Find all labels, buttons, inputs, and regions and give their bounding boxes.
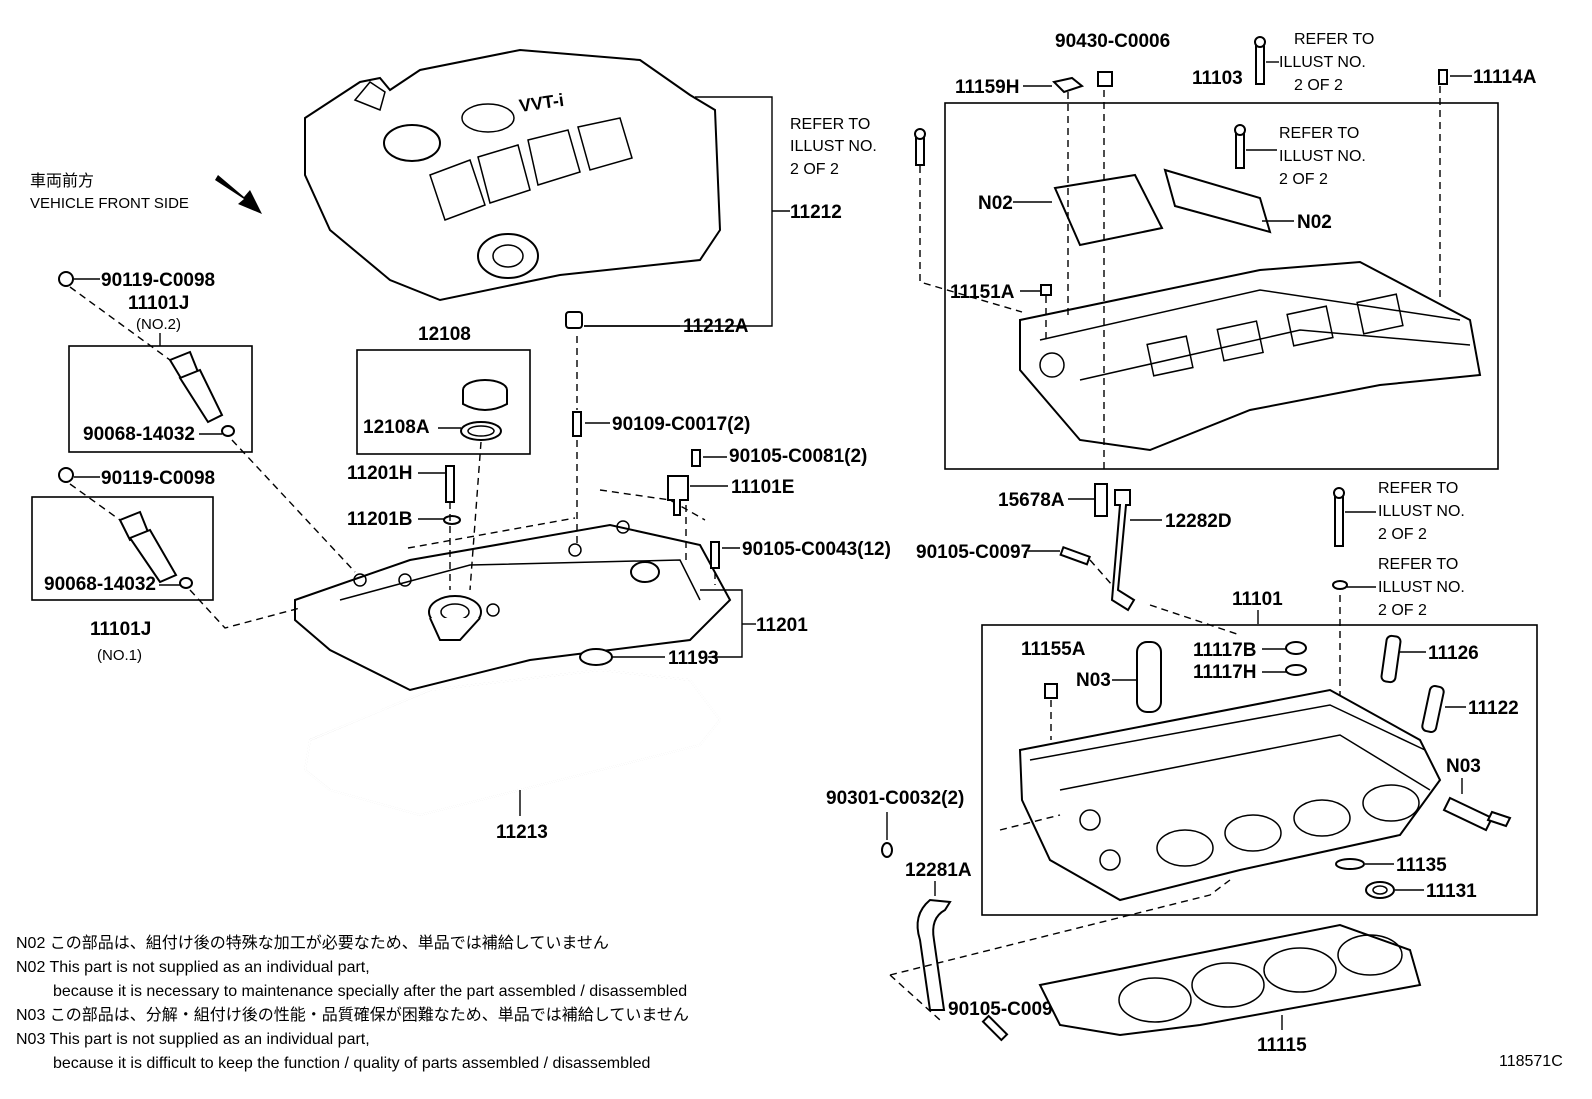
refer-4-line1[interactable]: REFER TO xyxy=(1378,480,1458,497)
refer-2-line1[interactable]: REFER TO xyxy=(790,116,870,133)
label-11131[interactable]: 11131 xyxy=(1426,881,1477,902)
label-90301[interactable]: 90301-C0032(2) xyxy=(826,788,964,809)
cylinder-head[interactable] xyxy=(1018,688,1442,902)
label-15678A[interactable]: 15678A xyxy=(998,490,1065,511)
refer-2-line3[interactable]: 2 OF 2 xyxy=(790,161,839,178)
label-11114A[interactable]: 11114A xyxy=(1473,67,1537,88)
label-11135[interactable]: 11135 xyxy=(1396,855,1447,876)
label-11101J-b[interactable]: 11101J xyxy=(90,619,151,640)
label-11159H[interactable]: 11159H xyxy=(955,77,1019,98)
label-90068-a[interactable]: 90068-14032 xyxy=(83,424,195,445)
label-11117B[interactable]: 11117B xyxy=(1193,640,1256,661)
refer-4-line3[interactable]: 2 OF 2 xyxy=(1378,526,1427,543)
oil-control-valve-no2[interactable] xyxy=(168,350,224,424)
label-N03-a[interactable]: N03 xyxy=(1076,670,1111,691)
note-N02-en-2: because it is necessary to maintenance s… xyxy=(53,983,688,1000)
front-arrow-icon xyxy=(215,175,262,214)
label-11212[interactable]: 11212 xyxy=(790,202,842,223)
grommet-11193 xyxy=(579,648,613,666)
note-N03-en-2: because it is difficult to keep the func… xyxy=(53,1055,651,1072)
label-90430[interactable]: 90430-C0006 xyxy=(1055,31,1170,52)
camshaft-housing[interactable] xyxy=(1019,260,1482,452)
label-11103[interactable]: 11103 xyxy=(1192,68,1243,89)
label-N03-b[interactable]: N03 xyxy=(1446,756,1481,777)
label-11101[interactable]: 11101 xyxy=(1232,589,1283,610)
label-no2[interactable]: (NO.2) xyxy=(136,316,181,333)
cam-position-sensor xyxy=(667,475,689,516)
label-11117H[interactable]: 11117H xyxy=(1193,662,1256,683)
oil-pipe-12282D xyxy=(1110,489,1136,612)
front-side-indicator: 車両前方 VEHICLE FRONT SIDE xyxy=(30,172,262,214)
label-11115[interactable]: 11115 xyxy=(1257,1035,1307,1056)
label-90109[interactable]: 90109-C0017(2) xyxy=(612,414,750,435)
label-90105-C0081[interactable]: 90105-C0081(2) xyxy=(729,446,867,467)
diagram-id[interactable]: 118571C xyxy=(1499,1053,1563,1070)
label-90105-C0043[interactable]: 90105-C0043(12) xyxy=(742,539,891,560)
label-11201B[interactable]: 11201B xyxy=(347,509,413,530)
dipstick-guide-12281A xyxy=(916,898,952,1011)
note-N03-jp: N03 この部品は、分解・組付け後の性能・品質確保が困難なため、単品では補給して… xyxy=(16,1007,689,1024)
refer-1-line3[interactable]: 2 OF 2 xyxy=(1294,77,1343,94)
refer-3-line3[interactable]: 2 OF 2 xyxy=(1279,171,1328,188)
label-12282D[interactable]: 12282D xyxy=(1165,511,1232,532)
camshaft-bearing-caps[interactable] xyxy=(1053,168,1272,247)
refer-5-line3[interactable]: 2 OF 2 xyxy=(1378,602,1427,619)
cylinder-head-gasket[interactable] xyxy=(1038,923,1422,1037)
label-12281A[interactable]: 12281A xyxy=(905,860,972,881)
refer-4-line2[interactable]: ILLUST NO. xyxy=(1378,503,1465,520)
front-side-en[interactable]: VEHICLE FRONT SIDE xyxy=(30,195,189,212)
label-11101E[interactable]: 11101E xyxy=(731,477,794,498)
label-11101J-a[interactable]: 11101J xyxy=(128,293,189,314)
label-11122[interactable]: 11122 xyxy=(1468,698,1519,719)
front-side-jp[interactable]: 車両前方 xyxy=(30,172,94,190)
refer-5-line1[interactable]: REFER TO xyxy=(1378,556,1458,573)
label-90105-C0097-a[interactable]: 90105-C0097 xyxy=(916,542,1031,563)
engine-cover[interactable]: VVT-i xyxy=(304,48,722,302)
refer-3-line2[interactable]: ILLUST NO. xyxy=(1279,148,1366,165)
refer-2-line2[interactable]: ILLUST NO. xyxy=(790,138,877,155)
label-90119-a[interactable]: 90119-C0098 xyxy=(101,270,215,291)
refer-5-line2[interactable]: ILLUST NO. xyxy=(1378,579,1465,596)
refer-3-line1[interactable]: REFER TO xyxy=(1279,125,1359,142)
label-11201H[interactable]: 11201H xyxy=(347,463,413,484)
label-90068-b[interactable]: 90068-14032 xyxy=(44,574,156,595)
label-N02-b[interactable]: N02 xyxy=(1297,212,1332,233)
label-11151A[interactable]: 11151A xyxy=(950,282,1015,303)
label-11213[interactable]: 11213 xyxy=(496,822,548,843)
label-90105-C0097-b[interactable]: 90105-C0097 xyxy=(948,999,1063,1020)
label-11193[interactable]: 11193 xyxy=(668,648,719,669)
oil-control-valve-no1[interactable] xyxy=(118,510,178,584)
cylinder-head-cover[interactable] xyxy=(294,520,732,692)
note-N02-en-1: N02 This part is not supplied as an indi… xyxy=(16,959,370,976)
label-N02-a[interactable]: N02 xyxy=(978,193,1013,214)
label-12108A[interactable]: 12108A xyxy=(363,417,430,438)
label-12108[interactable]: 12108 xyxy=(418,324,471,345)
label-11201[interactable]: 11201 xyxy=(756,615,808,636)
note-N02-jp: N02 この部品は、組付け後の特殊な加工が必要なため、単品では補給していません xyxy=(16,935,609,952)
label-90119-b[interactable]: 90119-C0098 xyxy=(101,468,215,489)
oil-filler-cap[interactable] xyxy=(460,379,508,441)
label-11126[interactable]: 11126 xyxy=(1428,643,1479,664)
label-11155A[interactable]: 11155A xyxy=(1021,639,1086,660)
refer-1-line1[interactable]: REFER TO xyxy=(1294,31,1374,48)
label-11212A[interactable]: 11212A xyxy=(683,316,749,337)
spark-plug-tube xyxy=(1136,641,1162,713)
head-cover-gasket xyxy=(304,669,721,816)
refer-1-line2[interactable]: ILLUST NO. xyxy=(1279,54,1366,71)
note-N03-en-1: N03 This part is not supplied as an indi… xyxy=(16,1031,370,1048)
label-no1[interactable]: (NO.1) xyxy=(97,647,142,664)
